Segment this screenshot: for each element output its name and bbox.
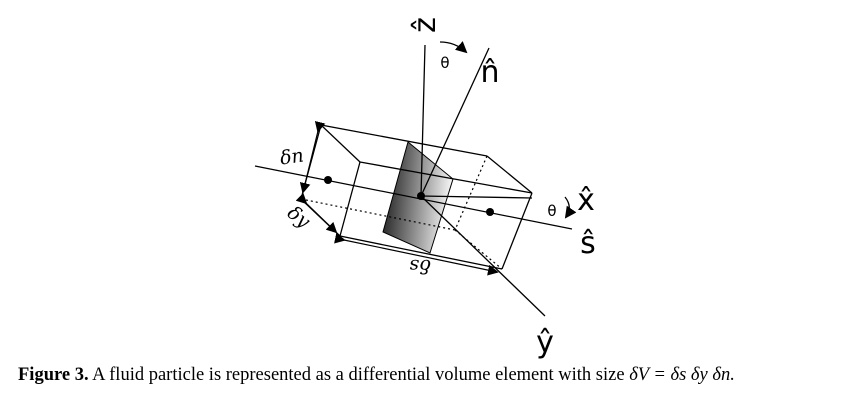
theta-right-label: θ [547,202,556,220]
theta-top-label: θ [440,54,449,72]
dimension-arrows [295,120,499,276]
caption-math: δV = δs δy δn. [629,365,735,385]
right-face-point [486,208,494,216]
left-face-point [324,176,332,184]
z-hat-label: ẑ [408,17,443,33]
theta-top-arc [439,41,468,54]
delta-n-label: δn [279,144,306,169]
figure-caption: Figure 3. A fluid particle is represente… [18,365,838,386]
delta-s-label: δs [409,255,430,277]
y-hat-label: ŷ [536,325,554,360]
s-hat-label: ŝ [580,226,596,261]
n-hat-label: n̂ [480,55,499,90]
caption-lead: Figure 3. [18,365,89,385]
theta-right-arc [564,196,577,219]
caption-text: A fluid particle is represented as a dif… [88,365,630,385]
x-hat-label: x̂ [577,183,595,218]
center-point [417,192,425,200]
